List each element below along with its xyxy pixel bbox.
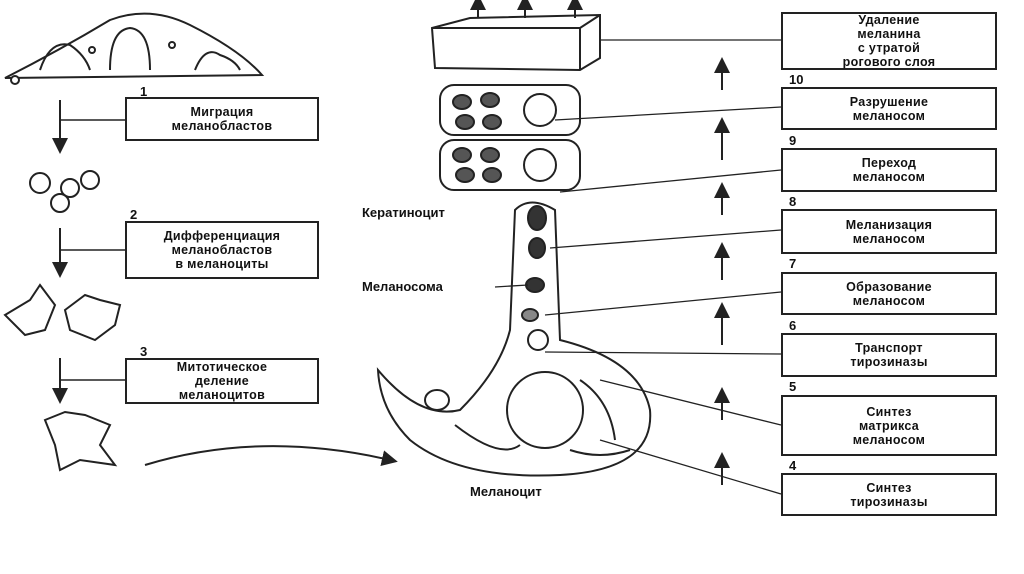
step-number: 1 — [140, 84, 148, 99]
pointer-lines — [494, 39, 782, 495]
step-differentiation: Дифференциация меланобластов в меланоцит… — [125, 221, 319, 279]
label-melanosome: Меланосома — [362, 279, 443, 294]
step-10: Разрушение меланосом — [781, 87, 997, 130]
connector-lines — [60, 119, 125, 381]
neural-crest-drawing — [4, 12, 265, 79]
label-keratinocyte: Кератиноцит — [362, 205, 445, 220]
neural-tube-icon — [39, 26, 241, 71]
step-mitosis: Митотическое деление меланоцитов — [125, 358, 319, 404]
step-8: Меланизация меланосом — [781, 209, 997, 254]
step-number: 4 — [789, 458, 797, 473]
melanocyte-small-icon — [3, 283, 122, 472]
step-9: Переход меланосом — [781, 148, 997, 192]
step-5: Синтез матрикса меланосом — [781, 395, 997, 456]
melanosome-icon — [521, 205, 549, 351]
stratum-corneum-block — [430, 13, 601, 72]
nucleus — [506, 371, 584, 449]
step-number: 2 — [130, 207, 138, 222]
step-number: 3 — [140, 344, 148, 359]
curved-arrow — [144, 445, 398, 466]
step-4: Синтез тирозиназы — [781, 473, 997, 516]
step-number: 6 — [789, 318, 797, 333]
step-number: 10 — [789, 72, 804, 87]
step-number: 7 — [789, 256, 797, 271]
step-number: 5 — [789, 379, 797, 394]
step-migration: Миграция меланобластов — [125, 97, 319, 141]
label-melanocyte: Меланоцит — [470, 484, 542, 499]
cells-icon — [10, 41, 176, 213]
step-number: 9 — [789, 133, 797, 148]
step-7: Образование меланосом — [781, 272, 997, 315]
step-number: 8 — [789, 194, 797, 209]
step-melanin-removal: Удаление меланина с утратой рогового сло… — [781, 12, 997, 70]
step-6: Транспорт тирозиназы — [781, 333, 997, 377]
